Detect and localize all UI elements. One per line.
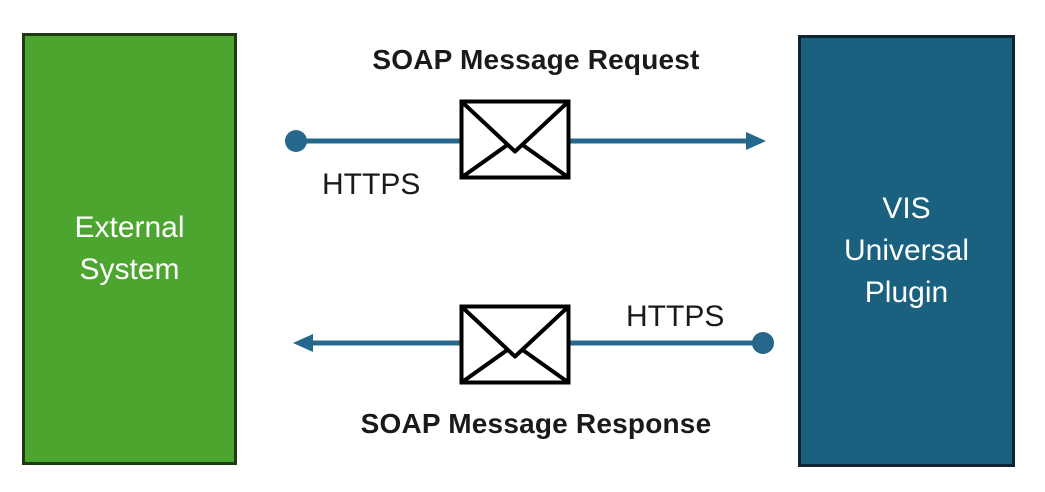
external-system-label-line1: External (74, 211, 185, 244)
response-protocol-label: HTTPS (626, 300, 725, 333)
request-flow-title: SOAP Message Request (372, 44, 700, 75)
envelope-icon (459, 304, 571, 385)
vis-plugin-label-line3: Plugin (864, 276, 949, 309)
vis-plugin-label-line2: Universal (843, 234, 970, 267)
request-arrowhead-icon (746, 132, 766, 150)
external-system-label-line2: System (79, 253, 180, 286)
envelope-icon (459, 99, 571, 180)
external-system-node: External System (22, 33, 237, 465)
vis-universal-plugin-node: VIS Universal Plugin (798, 35, 1015, 467)
response-arrowhead-icon (293, 334, 313, 352)
external-system-label: External System (74, 207, 184, 291)
vis-plugin-label-line1: VIS (882, 192, 931, 225)
vis-universal-plugin-label: VIS Universal Plugin (844, 188, 969, 314)
request-protocol-label: HTTPS (322, 168, 421, 201)
response-flow-title: SOAP Message Response (360, 408, 712, 439)
